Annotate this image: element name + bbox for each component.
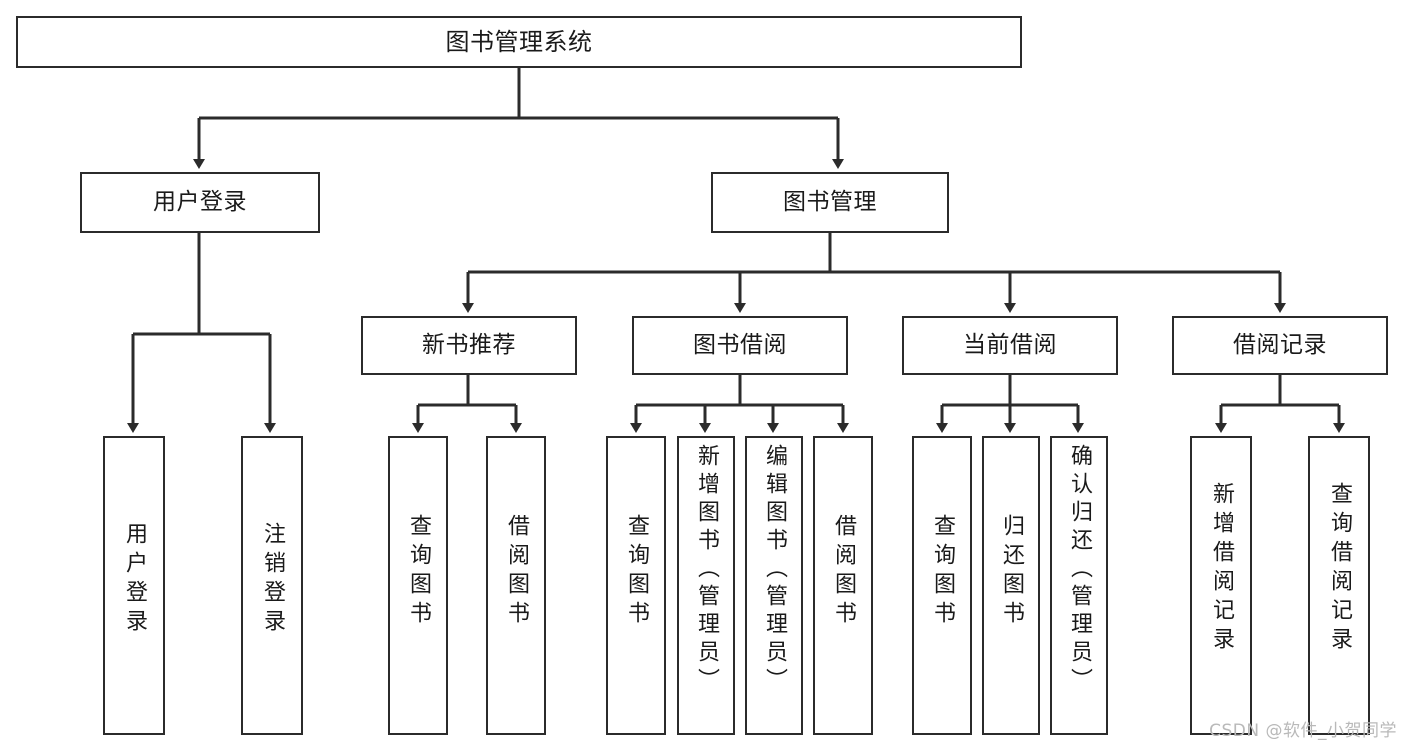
leaf-label: 新增图书（管理员） (694, 444, 719, 696)
leaf-add-book-admin[interactable]: 新增图书（管理员） (677, 436, 735, 735)
leaf-label: 确认归还（管理员） (1067, 444, 1092, 696)
leaf-query-borrow-record[interactable]: 查询借阅记录 (1308, 436, 1370, 735)
node-label: 新书推荐 (422, 331, 516, 358)
leaf-label: 查询图书 (406, 514, 431, 630)
node-user-login[interactable]: 用户登录 (80, 172, 320, 233)
leaf-label: 查询借阅记录 (1327, 482, 1352, 656)
node-book-management[interactable]: 图书管理 (711, 172, 949, 233)
leaf-label: 注销登录 (260, 522, 285, 638)
node-borrow-record[interactable]: 借阅记录 (1172, 316, 1388, 375)
node-new-book-recommend[interactable]: 新书推荐 (361, 316, 577, 375)
leaf-query-book-recommend[interactable]: 查询图书 (388, 436, 448, 735)
leaf-label: 借阅图书 (831, 514, 856, 630)
node-label: 用户登录 (153, 188, 247, 215)
leaf-confirm-return-admin[interactable]: 确认归还（管理员） (1050, 436, 1108, 735)
leaf-label: 编辑图书（管理员） (762, 444, 787, 696)
node-label: 借阅记录 (1233, 331, 1327, 358)
leaf-user-login[interactable]: 用户登录 (103, 436, 165, 735)
node-root-system[interactable]: 图书管理系统 (16, 16, 1022, 68)
leaf-return-book[interactable]: 归还图书 (982, 436, 1040, 735)
leaf-query-book-current[interactable]: 查询图书 (912, 436, 972, 735)
leaf-add-borrow-record[interactable]: 新增借阅记录 (1190, 436, 1252, 735)
leaf-borrow-book-borrow[interactable]: 借阅图书 (813, 436, 873, 735)
leaf-query-book-borrow[interactable]: 查询图书 (606, 436, 666, 735)
node-label: 图书管理系统 (445, 27, 593, 56)
node-label: 图书借阅 (693, 331, 787, 358)
leaf-logout[interactable]: 注销登录 (241, 436, 303, 735)
leaf-label: 查询图书 (930, 514, 955, 630)
leaf-label: 新增借阅记录 (1209, 482, 1234, 656)
leaf-label: 借阅图书 (504, 514, 529, 630)
leaf-label: 用户登录 (122, 522, 147, 638)
leaf-label: 查询图书 (624, 514, 649, 630)
node-label: 图书管理 (783, 188, 877, 215)
leaf-edit-book-admin[interactable]: 编辑图书（管理员） (745, 436, 803, 735)
node-current-borrow[interactable]: 当前借阅 (902, 316, 1118, 375)
node-label: 当前借阅 (963, 331, 1057, 358)
leaf-label: 归还图书 (999, 514, 1024, 630)
leaf-borrow-book-recommend[interactable]: 借阅图书 (486, 436, 546, 735)
node-book-borrow[interactable]: 图书借阅 (632, 316, 848, 375)
